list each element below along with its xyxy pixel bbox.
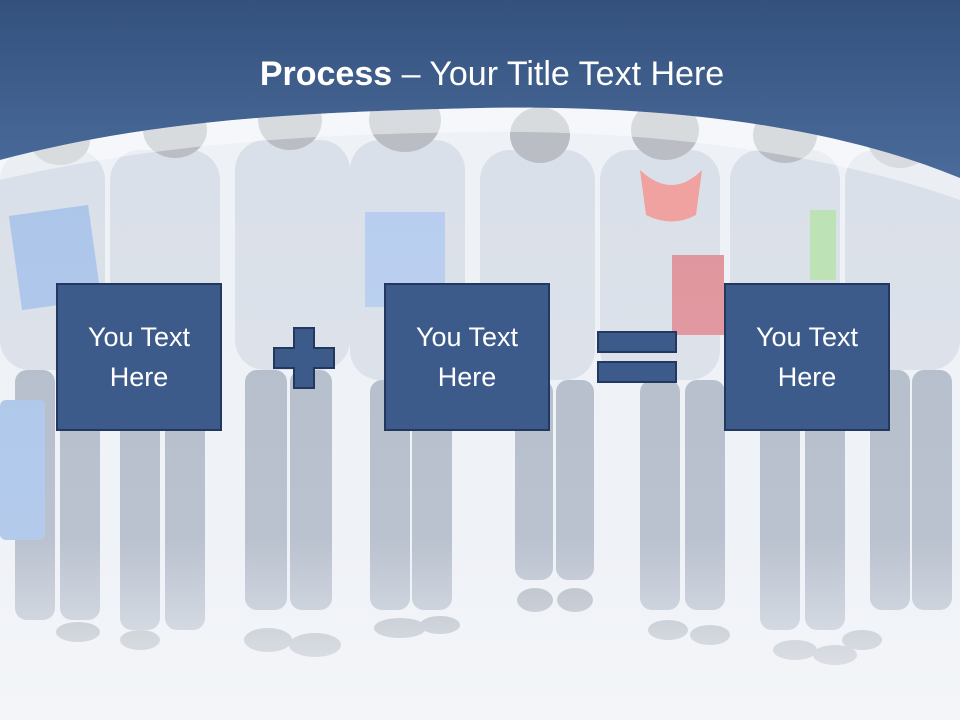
plus-icon (273, 327, 335, 389)
slide-title: Process – Your Title Text Here (0, 52, 960, 96)
process-box-2-text: You Text Here (415, 322, 519, 392)
process-box-3-text: You Text Here (755, 322, 859, 392)
title-rest: – Your Title Text Here (392, 55, 725, 93)
equals-icon (597, 331, 677, 383)
process-box-1-text: You Text Here (87, 322, 191, 392)
process-box-3[interactable]: You Text Here (724, 283, 890, 431)
header-banner (0, 0, 960, 200)
title-bold: Process (259, 55, 393, 93)
process-box-1[interactable]: You Text Here (56, 283, 222, 431)
process-box-2[interactable]: You Text Here (384, 283, 550, 431)
